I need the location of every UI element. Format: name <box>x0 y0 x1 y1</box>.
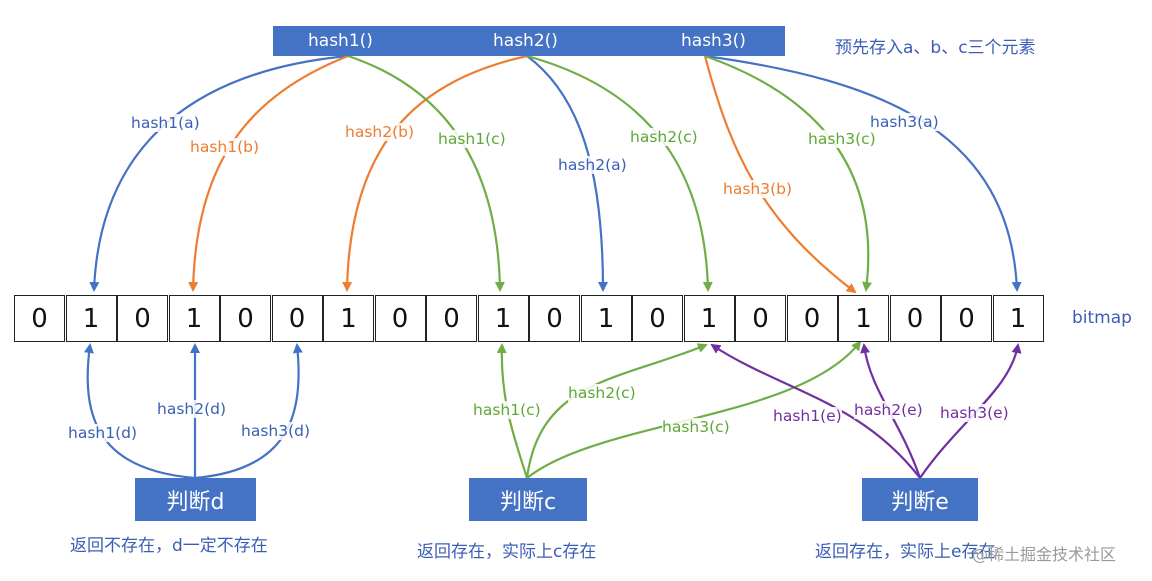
label-query-hash1-c: hash1(c) <box>473 401 541 419</box>
hash-functions-bar: hash1() hash2() hash3() <box>273 26 785 56</box>
bitmap-cell-18: 0 <box>941 295 992 342</box>
arrow-query-c2 <box>525 343 708 479</box>
check-c-button: 判断c <box>469 478 587 521</box>
bitmap-cell-9: 1 <box>477 295 529 342</box>
label-hash3-c: hash3(c) <box>808 130 876 148</box>
hash1-function-label: hash1() <box>308 31 373 51</box>
check-d-button: 判断d <box>135 478 256 521</box>
result-caption-e: 返回存在，实际上e存在 <box>815 542 996 562</box>
bitmap-cell-4: 0 <box>220 295 271 342</box>
result-caption-c: 返回存在，实际上c存在 <box>417 542 597 562</box>
label-hash1-b: hash1(b) <box>190 138 260 156</box>
label-hash2-d: hash2(d) <box>157 400 227 418</box>
bitmap-cell-5: 0 <box>271 295 323 342</box>
label-hash1-a: hash1(a) <box>131 114 200 132</box>
arrow-query-e1 <box>710 343 921 479</box>
bitmap-cell-8: 0 <box>426 295 477 342</box>
bitmap-cell-2: 0 <box>117 295 168 342</box>
label-query-hash2-c: hash2(c) <box>568 384 636 402</box>
arrow-hash1-c <box>347 54 505 292</box>
hash3-function-label: hash3() <box>681 31 746 51</box>
label-hash1-e: hash1(e) <box>773 407 842 425</box>
bitmap-cell-13: 1 <box>683 295 735 342</box>
arrow-hash2-a <box>526 55 608 292</box>
label-hash2-c: hash2(c) <box>630 128 698 146</box>
bitmap-cell-10: 0 <box>529 295 580 342</box>
label-hash2-b: hash2(b) <box>345 123 415 141</box>
bitmap-cell-7: 0 <box>374 295 426 342</box>
bitmap-cell-6: 1 <box>323 295 374 342</box>
bitmap-cell-0: 0 <box>14 295 65 342</box>
bitmap-cell-15: 0 <box>786 295 838 342</box>
label-hash3-e: hash3(e) <box>940 404 1009 422</box>
label-hash1-d: hash1(d) <box>68 424 138 442</box>
bitmap-cell-16: 1 <box>838 295 889 342</box>
label-hash1-c: hash1(c) <box>438 130 506 148</box>
label-hash2-e: hash2(e) <box>854 401 923 419</box>
hash2-function-label: hash2() <box>493 31 558 51</box>
label-hash3-b: hash3(b) <box>723 180 793 198</box>
watermark: @稀土掘金技术社区 <box>972 545 1117 564</box>
preload-note: 预先存入a、b、c三个元素 <box>835 38 1036 58</box>
bitmap-cell-19: 1 <box>992 295 1044 342</box>
result-caption-d: 返回不存在，d一定不存在 <box>70 536 268 556</box>
arrow-hash3-a <box>704 54 1022 292</box>
check-e-button: 判断e <box>862 478 978 521</box>
label-hash2-a: hash2(a) <box>558 156 627 174</box>
arrow-hash1-a <box>89 54 349 292</box>
bitmap-cell-3: 1 <box>168 295 220 342</box>
label-query-hash3-c: hash3(c) <box>662 418 730 436</box>
label-hash3-a: hash3(a) <box>870 113 939 131</box>
arrow-hash3-c <box>704 54 872 292</box>
bitmap-cell-17: 0 <box>889 295 941 342</box>
bitmap-cell-11: 1 <box>580 295 632 342</box>
bitmap-cell-12: 0 <box>632 295 683 342</box>
arrow-query-c3 <box>526 340 862 479</box>
bitmap-cell-1: 1 <box>65 295 117 342</box>
arrow-hash2-b <box>342 54 528 292</box>
bitmap-label: bitmap <box>1072 308 1132 328</box>
bitmap-cell-14: 0 <box>735 295 786 342</box>
label-hash3-d: hash3(d) <box>241 422 311 440</box>
